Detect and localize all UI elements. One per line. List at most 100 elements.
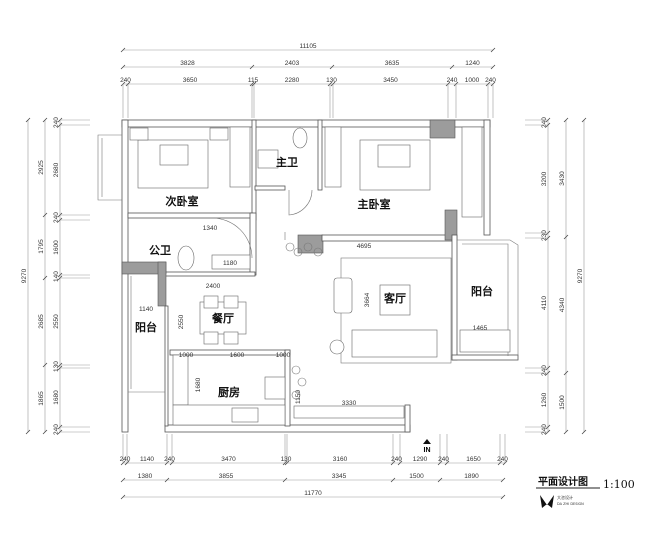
- interior-dimensions: 1340 1180 2400 1140 2550 1000 1600 1000 …: [139, 225, 488, 407]
- dimension-tick: [563, 370, 569, 376]
- dimension-tick: [500, 494, 506, 500]
- dimension-label: 1650: [466, 456, 481, 463]
- dimension-label: 9270: [577, 268, 584, 283]
- partition: [249, 212, 257, 276]
- room-label-public-bath: 公卫: [149, 244, 171, 257]
- entrance-label: IN: [424, 447, 431, 454]
- stove: [231, 407, 259, 423]
- dim-label: 1340: [203, 225, 218, 232]
- room-labels: 次卧室 主卫 主卧室 公卫 阳台 餐厅 客厅 阳台 厨房: [135, 155, 493, 399]
- dim-label: 2550: [178, 314, 185, 329]
- dim-label: 3664: [364, 292, 371, 307]
- dimension-tick: [563, 117, 569, 123]
- dimension-label: 1890: [464, 473, 479, 480]
- dimension-label: 9270: [21, 268, 28, 283]
- walls: [97, 119, 519, 433]
- logo-subtext: DA ZHI DESIGN: [557, 502, 584, 506]
- dimension-tick: [42, 212, 48, 218]
- room-label-master-bedroom: 主卧室: [358, 197, 391, 211]
- dimension-label: 240: [541, 424, 548, 435]
- dimension-tick: [42, 362, 48, 368]
- drawing-scale: 1:100: [603, 478, 635, 491]
- sofa: [351, 329, 438, 358]
- dimension-tick: [120, 494, 126, 500]
- wardrobe: [324, 126, 342, 188]
- dimension-label: 1140: [140, 456, 154, 463]
- toilet: [177, 245, 195, 271]
- dimension-label: 2280: [285, 77, 300, 84]
- room-label-dining: 餐厅: [211, 311, 234, 325]
- dimension-tick: [390, 477, 396, 483]
- kitchen-counter: [172, 404, 286, 426]
- dimension-tick: [282, 477, 288, 483]
- dim-label: 2400: [206, 283, 221, 290]
- dimension-label: 1865: [38, 391, 45, 406]
- dimension-label: 3650: [183, 77, 198, 84]
- dimension-label: 11770: [304, 490, 322, 497]
- dimension-label: 240: [497, 456, 508, 463]
- dimension-label: 240: [53, 424, 60, 435]
- dimension-label: 3160: [333, 456, 348, 463]
- dim-label: 1600: [230, 352, 245, 359]
- chair: [223, 295, 239, 309]
- dimension-tick: [249, 64, 255, 70]
- dimension-label: 1380: [138, 473, 153, 480]
- nightstand: [209, 127, 229, 141]
- dimension-label: 2680: [53, 162, 60, 177]
- entrance-arrow-icon: [423, 439, 431, 444]
- tv-cabinet: [333, 277, 353, 314]
- dimension-tick: [25, 117, 31, 123]
- dimension-label: 130: [326, 77, 337, 84]
- dimension-label: 240: [120, 456, 131, 463]
- dimension-label: 3828: [180, 60, 195, 67]
- laundry-area: [459, 329, 511, 353]
- plants: [285, 242, 323, 400]
- chair: [203, 295, 219, 309]
- dim-label: 4695: [357, 243, 372, 250]
- dimension-tick: [500, 477, 506, 483]
- butterfly-logo-icon: [540, 495, 554, 508]
- room-label-living: 客厅: [383, 291, 406, 305]
- room-label-kitchen: 厨房: [218, 385, 240, 399]
- dimension-label: 130: [281, 456, 292, 463]
- dimension-tick: [563, 234, 569, 240]
- kitchen-wall: [284, 349, 291, 427]
- balcony-railing-left: [127, 276, 165, 393]
- dimension-label: 115: [248, 77, 259, 84]
- dimension-tick: [563, 429, 569, 435]
- dimension-label: 1680: [53, 390, 60, 405]
- dimension-tick: [25, 429, 31, 435]
- door-swing: [288, 189, 313, 216]
- dimension-tick: [581, 117, 587, 123]
- dim-label: 1465: [473, 325, 488, 332]
- partition: [251, 119, 257, 221]
- dimension-label: 1240: [465, 60, 480, 67]
- wardrobe: [229, 126, 251, 188]
- sink: [257, 149, 279, 169]
- dimension-label: 4340: [559, 297, 566, 312]
- dim-label: 1180: [223, 260, 237, 267]
- dimension-label: 1000: [465, 77, 480, 84]
- dimension-label: 240: [164, 456, 175, 463]
- dimension-label: 240: [53, 117, 60, 128]
- fridge: [264, 376, 286, 400]
- sink-counter: [172, 354, 189, 406]
- dimension-label: 140: [53, 271, 60, 282]
- dimension-label: 2550: [53, 314, 60, 329]
- partition: [317, 119, 323, 191]
- bay-window: [97, 134, 122, 201]
- dimension-tick: [164, 477, 170, 483]
- toilet: [292, 127, 308, 149]
- dimension-label: 240: [541, 365, 548, 376]
- room-label-master-bath: 主卫: [276, 155, 298, 169]
- dimension-label: 240: [485, 77, 496, 84]
- partition: [321, 234, 453, 242]
- dimension-label: 2925: [38, 160, 45, 175]
- column: [157, 261, 167, 307]
- dimension-tick: [581, 429, 587, 435]
- dimension-tick: [329, 64, 335, 70]
- dim-label: 3330: [342, 400, 357, 407]
- dimension-tick: [120, 477, 126, 483]
- pillow: [377, 144, 411, 168]
